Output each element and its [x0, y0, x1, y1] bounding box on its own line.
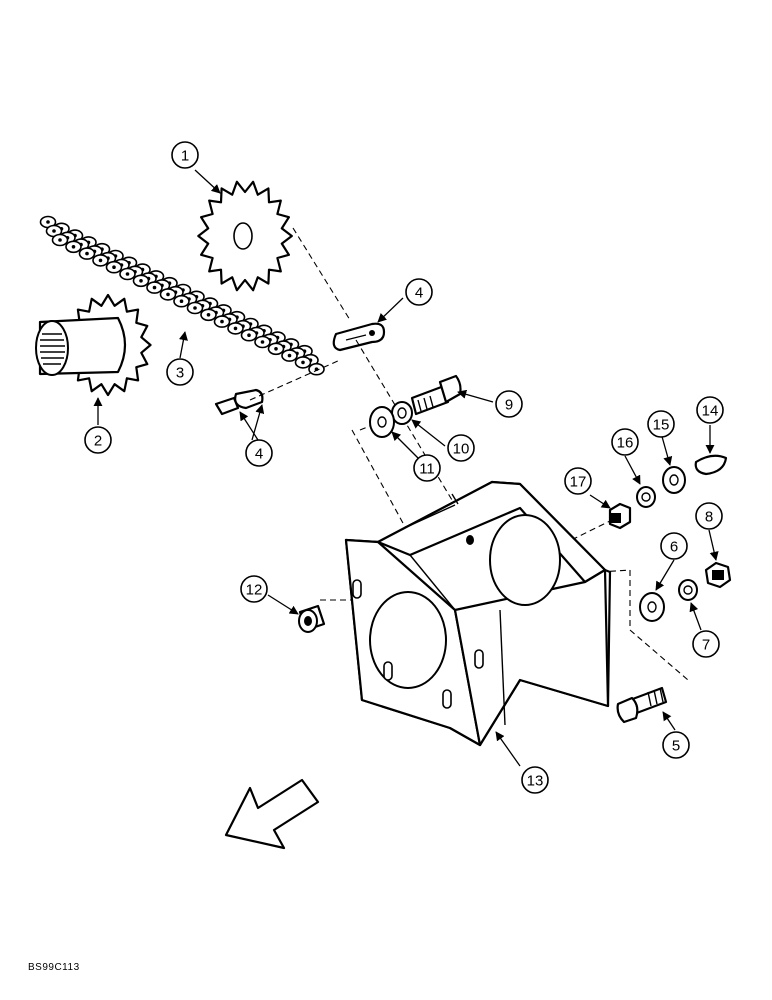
- lock-washer-10: [391, 401, 413, 425]
- callout-9: 9: [495, 390, 523, 418]
- callout-10: 10: [447, 434, 475, 462]
- nut-17: [608, 502, 632, 530]
- svg-text:17: 17: [570, 474, 587, 491]
- callout-3: 3: [166, 358, 194, 386]
- callout-8: 8: [695, 502, 723, 530]
- callout-13: 13: [521, 766, 549, 794]
- lock-washer-16: [636, 486, 656, 508]
- nut-8: [704, 561, 732, 589]
- direction-arrow: [224, 778, 320, 850]
- callout-4-upper: 4: [405, 278, 433, 306]
- svg-text:5: 5: [672, 738, 680, 755]
- bushing-12: [298, 604, 326, 633]
- callout-16: 16: [611, 428, 639, 456]
- washer-15: [662, 466, 686, 494]
- callout-1: 1: [171, 141, 199, 169]
- woodruff-key-14: [694, 454, 728, 476]
- svg-text:14: 14: [702, 403, 719, 420]
- lower-sprocket: [35, 293, 152, 397]
- callout-7: 7: [692, 630, 720, 658]
- figure-code: BS99C113: [28, 962, 80, 973]
- roller-chain: [39, 215, 325, 376]
- svg-text:3: 3: [176, 365, 184, 382]
- svg-text:16: 16: [617, 435, 634, 452]
- callout-2: 2: [84, 426, 112, 454]
- callout-12: 12: [240, 575, 268, 603]
- callout-14: 14: [696, 396, 724, 424]
- bracket-housing: [344, 480, 612, 747]
- upper-sprocket: [197, 180, 293, 292]
- svg-text:10: 10: [453, 441, 470, 458]
- svg-text:12: 12: [246, 582, 263, 599]
- callout-11: 11: [413, 454, 441, 482]
- svg-text:1: 1: [181, 148, 189, 165]
- svg-text:2: 2: [94, 433, 102, 450]
- svg-text:7: 7: [702, 637, 710, 654]
- leader-lines: [93, 169, 719, 767]
- washer-11: [369, 406, 395, 438]
- svg-text:13: 13: [527, 773, 544, 790]
- svg-text:11: 11: [419, 461, 435, 478]
- svg-text:15: 15: [653, 417, 670, 434]
- connector-link-lower: [214, 388, 264, 416]
- svg-text:8: 8: [705, 509, 713, 526]
- callout-6: 6: [660, 532, 688, 560]
- svg-text:9: 9: [505, 397, 513, 414]
- connector-link-upper: [332, 322, 386, 352]
- svg-text:6: 6: [670, 539, 678, 556]
- callout-15: 15: [647, 410, 675, 438]
- bolt-5: [616, 686, 668, 724]
- svg-text:4: 4: [255, 446, 263, 463]
- svg-text:4: 4: [415, 285, 423, 302]
- washer-6: [639, 592, 665, 622]
- lock-washer-7: [678, 579, 698, 601]
- callout-17: 17: [564, 467, 592, 495]
- callout-5: 5: [662, 731, 690, 759]
- callout-4-lower: 4: [245, 439, 273, 467]
- bolt-9: [410, 374, 462, 416]
